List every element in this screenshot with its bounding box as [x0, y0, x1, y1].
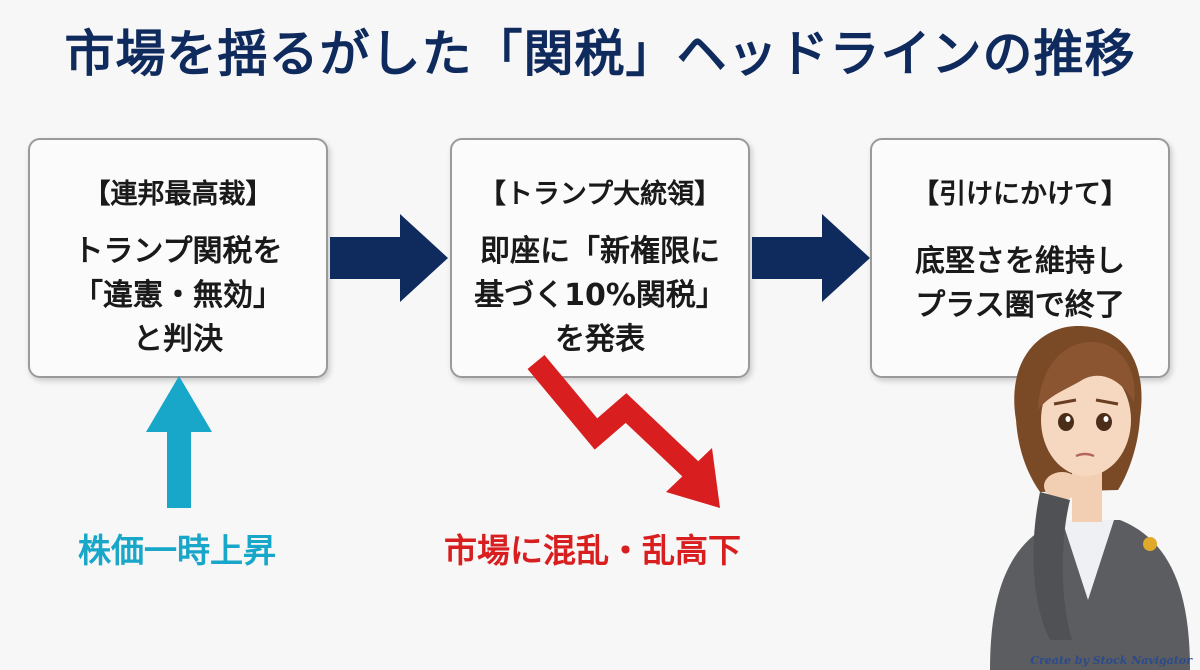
step-line: と判決	[133, 322, 223, 357]
zigzag-down-arrow	[527, 354, 708, 486]
step-body: 即座に「新権限に 基づく10%関税」 を発表	[452, 230, 748, 362]
step-body: トランプ関税を 「違憲・無効」 と判決	[30, 230, 326, 362]
presenter-character	[990, 326, 1190, 670]
up-arrow	[146, 376, 212, 508]
step-line: を発表	[555, 322, 645, 357]
zigzag-arrowhead	[666, 448, 720, 508]
step-line: 基づく10%関税」	[474, 278, 726, 313]
step-line: トランプ関税を	[73, 234, 283, 269]
up-reaction-label: 株価一時上昇	[78, 531, 276, 570]
step-box-president: 【トランプ大統領】 即座に「新権限に 基づく10%関税」 を発表	[450, 138, 750, 378]
flow-arrow-1	[330, 214, 448, 302]
step-box-close: 【引けにかけて】 底堅さを維持し プラス圏で終了	[870, 138, 1170, 378]
page-title: 市場を揺るがした「関税」ヘッドラインの推移	[64, 25, 1136, 83]
step-line: 「違憲・無効」	[73, 278, 283, 313]
step-line: 底堅さを維持し	[915, 244, 1125, 279]
step-header: 【トランプ大統領】	[478, 179, 722, 210]
credit-text: Create by Stock Navigator	[1030, 654, 1192, 667]
step-body: 底堅さを維持し プラス圏で終了	[872, 240, 1168, 328]
step-box-supreme-court: 【連邦最高裁】 トランプ関税を 「違憲・無効」 と判決	[28, 138, 328, 378]
step-line: 即座に「新権限に	[480, 234, 720, 269]
step-header: 【連邦最高裁】	[83, 179, 273, 210]
down-reaction-label: 市場に混乱・乱高下	[444, 531, 741, 570]
flow-arrow-2	[752, 214, 870, 302]
step-header: 【引けにかけて】	[912, 179, 1128, 210]
step-line: プラス圏で終了	[915, 288, 1125, 323]
